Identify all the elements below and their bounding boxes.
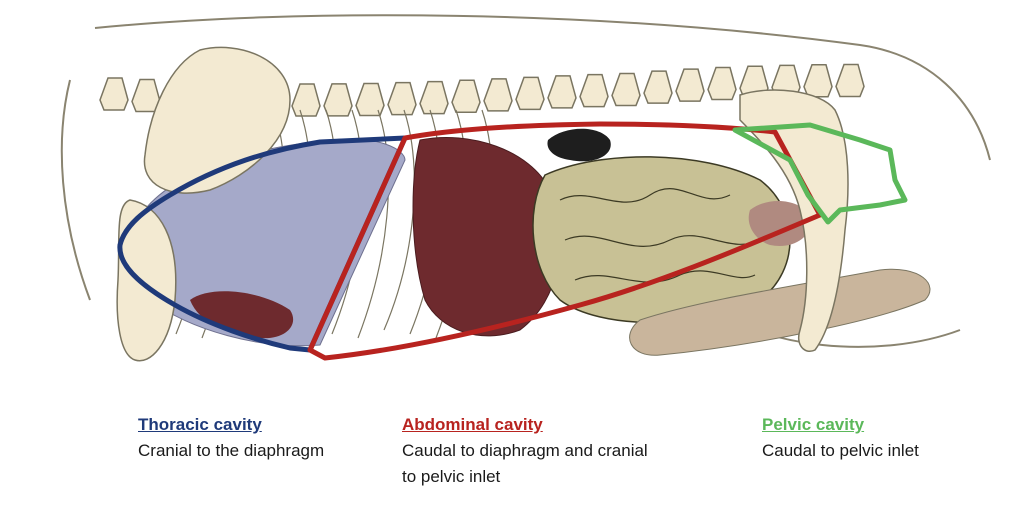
thoracic-cavity-outline [117,135,408,353]
vertebra [643,70,673,104]
vertebra [803,64,833,98]
legend-abdominal: Abdominal cavity Caudal to diaphragm and… [402,412,662,490]
hindlimb-tissue [629,268,931,356]
vertebra [483,78,513,112]
liver [412,136,561,337]
vertebra [291,83,321,117]
pelvic-cavity-outline [732,122,908,225]
legend-description-thoracic: Cranial to the diaphragm [138,441,325,460]
rib [357,109,389,339]
legend-thoracic: Thoracic cavity Cranial to the diaphragm [138,412,338,464]
legend-description-abdominal: Caudal to diaphragm and cranial to pelvi… [402,441,648,486]
vertebra [547,75,577,109]
legend-description-pelvic: Caudal to pelvic inlet [762,441,919,460]
legend-title-pelvic: Pelvic cavity [762,415,865,434]
legend-title-abdominal: Abdominal cavity [402,415,543,434]
abdominal-cavity-outline [307,121,823,361]
vertebra [611,72,641,107]
vertebra [451,79,481,114]
vertebra [419,80,449,115]
legend-title-thoracic: Thoracic cavity [138,415,262,434]
internal-organs [127,128,931,356]
kidney [547,128,611,162]
rib [383,109,415,331]
vertebra [515,76,545,111]
vertebra [835,63,865,98]
vertebra [387,81,417,116]
vertebra [355,82,385,117]
dog-anatomy-illustration [60,14,991,362]
heart [190,291,294,339]
vertebra [579,73,609,108]
pelvis-bone [739,89,849,352]
intestine-detail [559,188,761,283]
vertebra [99,77,129,111]
legend-pelvic: Pelvic cavity Caudal to pelvic inlet [762,412,1002,464]
vertebra [323,83,353,117]
vertebra [675,68,705,102]
bladder-rectum [748,200,811,246]
vertebra [707,66,737,101]
